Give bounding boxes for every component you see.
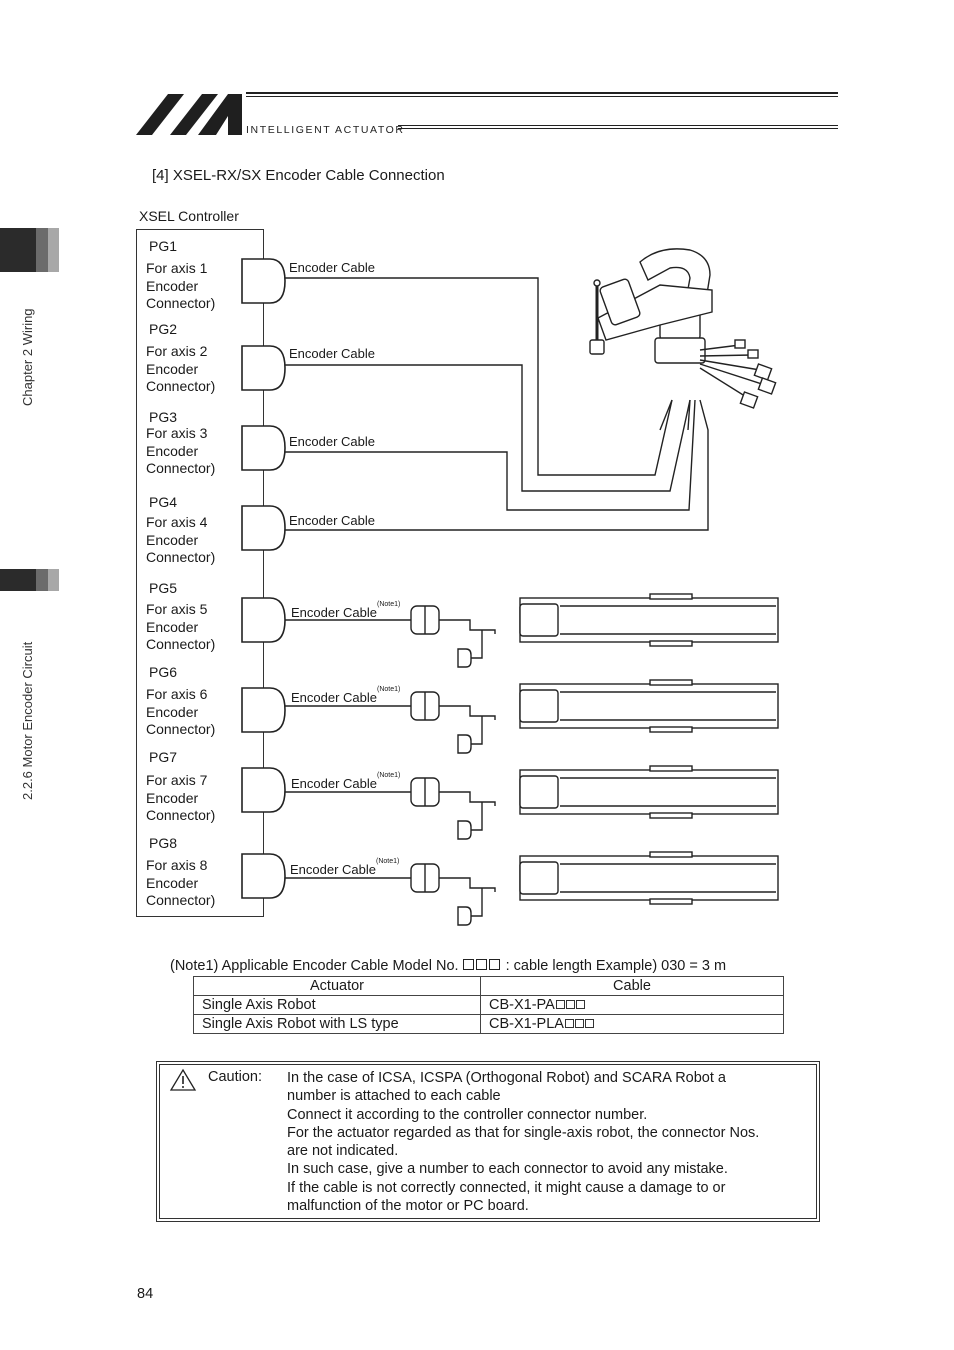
cable-pg3 [285, 399, 696, 511]
port-id: PG8 [149, 835, 178, 851]
connector-pg8 [241, 853, 286, 899]
cable-label: Encoder Cable [289, 260, 375, 275]
relay-cable [439, 877, 496, 892]
table-header: Actuator Cable [193, 976, 784, 996]
cable-pg1 [285, 277, 673, 476]
port-id: PG2 [149, 321, 178, 337]
caution-text: In the case of ICSA, ICSPA (Orthogonal R… [287, 1070, 760, 1215]
page-number: 84 [137, 1286, 154, 1302]
motor-connector [457, 906, 472, 926]
port-id: PG6 [149, 664, 178, 680]
port-id: PG3 [149, 409, 178, 425]
warning-icon [169, 1068, 197, 1091]
cable-label: Encoder Cable(Note1) [291, 772, 401, 791]
header-rule [398, 125, 838, 126]
connector-pg3 [241, 425, 286, 471]
brand-name: INTELLIGENT ACTUATOR [246, 124, 405, 136]
relay-cable [439, 619, 496, 634]
cable-label: Encoder Cable(Note1) [290, 858, 400, 877]
col-cable: Cable [480, 976, 784, 996]
cable-label: Encoder Cable(Note1) [291, 686, 401, 705]
port-id: PG7 [149, 749, 178, 765]
cable-label: Encoder Cable [289, 346, 375, 361]
actuator-motor [519, 775, 559, 809]
connector-pg4 [241, 505, 286, 551]
cable-label: Encoder Cable [289, 513, 375, 528]
port-id: PG4 [149, 494, 178, 510]
actuator-slider [649, 593, 693, 600]
relay-cable [439, 705, 496, 720]
section-title: [4] XSEL-RX/SX Encoder Cable Connection [152, 167, 445, 184]
controller-label: XSEL Controller [139, 208, 239, 224]
port-id: PG1 [149, 238, 178, 254]
motor-connector [457, 648, 472, 668]
actuator-motor [519, 861, 559, 895]
connector-pg6 [241, 687, 286, 733]
actuator-slider [649, 765, 693, 772]
actuator-cell: Single Axis Robot with LS type [193, 1014, 481, 1034]
actuator-slider [649, 898, 693, 905]
actuator-slider [649, 851, 693, 858]
note1: (Note1) Applicable Encoder Cable Model N… [170, 958, 727, 974]
connector-pg1 [241, 258, 286, 304]
relay-cable [439, 791, 496, 806]
motor-cable [470, 888, 483, 917]
cable-table: Actuator Cable Single Axis Robot CB-X1-P… [193, 976, 784, 1034]
header-rule [246, 96, 838, 97]
actuator-cell: Single Axis Robot [193, 995, 481, 1015]
actuator-slider [649, 640, 693, 647]
connector-pg7 [241, 767, 286, 813]
cable-cell: CB-X1-PLA [480, 1014, 784, 1034]
connector-pg5 [241, 597, 286, 643]
cable-cell: CB-X1-PA [480, 995, 784, 1015]
col-actuator: Actuator [193, 976, 481, 996]
motor-cable [470, 716, 483, 745]
actuator-motor [519, 689, 559, 723]
side-tab-section [0, 569, 59, 591]
side-tab-chapter [0, 228, 59, 272]
table-row: Single Axis Robot CB-X1-PA [193, 995, 784, 1015]
cable-label: Encoder Cable(Note1) [291, 601, 401, 620]
cable-pg4 [285, 399, 709, 531]
table-row: Single Axis Robot with LS type CB-X1-PLA [193, 1014, 784, 1034]
motor-cable [470, 802, 483, 831]
cable-label: Encoder Cable [289, 434, 375, 449]
actuator-slider [649, 726, 693, 733]
motor-connector [457, 820, 472, 840]
motor-cable [470, 630, 483, 659]
actuator-slider [649, 679, 693, 686]
iai-logo [136, 94, 242, 135]
actuator-motor [519, 603, 559, 637]
header-rule [398, 128, 838, 129]
scara-robot [589, 248, 777, 409]
controller-box [136, 229, 264, 917]
connector-pg2 [241, 345, 286, 391]
cable-pg2 [285, 364, 691, 492]
actuator-slider [649, 812, 693, 819]
caution-label: Caution: [208, 1069, 263, 1085]
motor-connector [457, 734, 472, 754]
port-id: PG5 [149, 580, 178, 596]
caution-box [156, 1061, 820, 1222]
header-rule [246, 92, 838, 94]
